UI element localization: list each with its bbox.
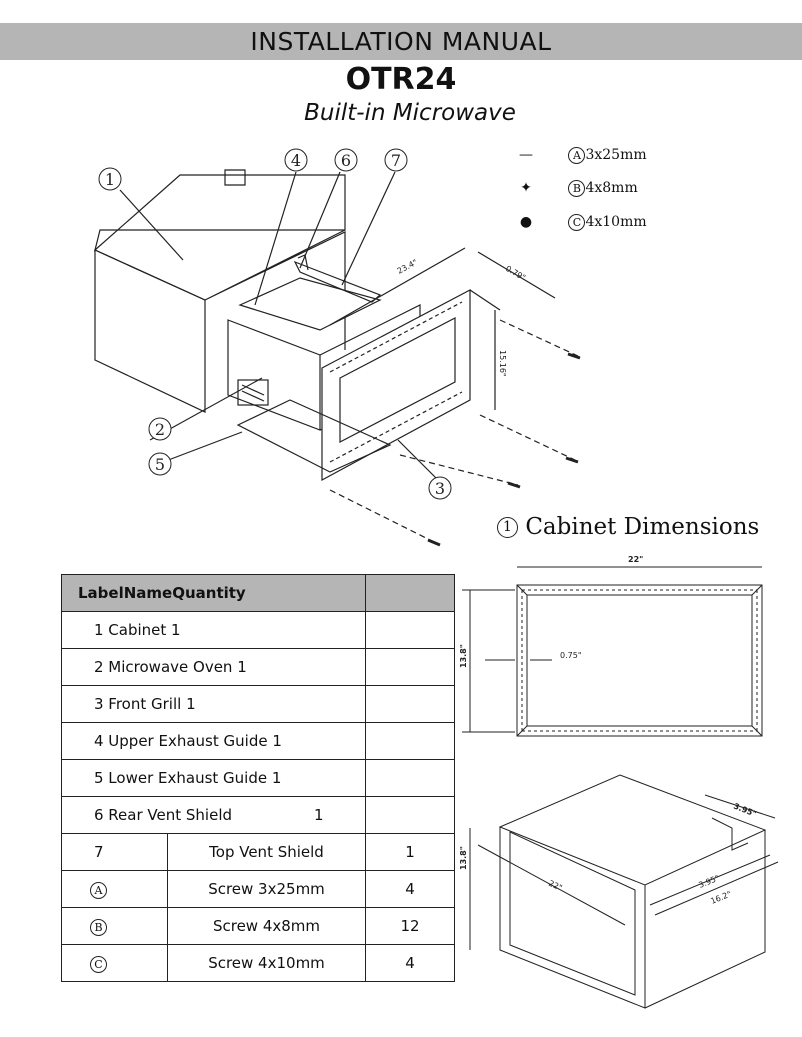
product-subtitle: Built-in Microwave: [304, 100, 516, 126]
row-circle-label: A: [90, 881, 107, 899]
row-name: Screw 3x25mm: [167, 870, 366, 908]
table-row: 5 Lower Exhaust Guide 1: [61, 759, 455, 797]
row-qty: 4: [365, 944, 455, 982]
screw-short-icon: ✦: [520, 180, 532, 196]
row-qty: 4: [365, 870, 455, 908]
cabinet-height-label: 13.8": [459, 644, 468, 668]
row-circle-label: C: [90, 955, 107, 973]
dim-height-label: 15.16": [498, 350, 507, 377]
screw-a-badge: A: [568, 147, 586, 164]
callout-5: 5: [155, 455, 165, 474]
cabinet-dimensions-title: 1 Cabinet Dimensions: [497, 514, 759, 540]
section-number: 1: [497, 517, 518, 538]
table-row: 2 Microwave Oven 1: [61, 648, 455, 686]
table-row: 4 Upper Exhaust Guide 1: [61, 722, 455, 760]
table-row: A Screw 3x25mm 4: [61, 870, 455, 908]
iso-depth-label: 16.2": [709, 889, 732, 905]
iso-height-label: 13.8": [459, 846, 468, 870]
screw-c-size: 4x10mm: [585, 214, 647, 230]
dim-depth-label: 0.79": [504, 264, 527, 283]
row-name: Screw 4x10mm: [167, 944, 366, 982]
row-text: 6 Rear Vent Shield: [94, 806, 233, 824]
dim-width-label: 23.4": [396, 258, 419, 276]
cabinet-width-label: 22": [628, 555, 643, 564]
row-text: 3 Front Grill 1: [94, 695, 196, 713]
row-qty: 1: [365, 833, 455, 871]
screw-b-badge: B: [568, 180, 586, 197]
table-header-row: LabelNameQuantity: [61, 574, 455, 612]
model-number: OTR24: [345, 62, 457, 97]
iso-side-offset-label: 3.95": [697, 873, 720, 889]
row-text: 2 Microwave Oven 1: [94, 658, 247, 676]
callout-7: 7: [391, 151, 401, 170]
callout-2: 2: [155, 420, 165, 439]
table-row: 3 Front Grill 1: [61, 685, 455, 723]
callout-3: 3: [435, 479, 445, 498]
table-header-empty: [365, 574, 455, 612]
callout-4: 4: [291, 151, 301, 170]
cabinet-wall-label: 0.75": [560, 651, 582, 660]
table-row: 1 Cabinet 1: [61, 611, 455, 649]
screw-medium-icon: ●: [519, 214, 533, 230]
table-row: 7 Top Vent Shield 1: [61, 833, 455, 871]
row-text: 4 Upper Exhaust Guide 1: [94, 732, 282, 750]
row-circle-label: B: [90, 918, 107, 936]
parts-table: LabelNameQuantity 1 Cabinet 1 2 Microwav…: [61, 574, 455, 982]
row-label: 7: [61, 833, 168, 871]
callout-6: 6: [341, 151, 351, 170]
iso-top-offset-label: 3.95": [732, 802, 758, 819]
screw-c-badge: C: [568, 214, 586, 231]
row-inline-qty: 1: [314, 806, 324, 824]
row-text: 5 Lower Exhaust Guide 1: [94, 769, 282, 787]
screw-b-size: 4x8mm: [585, 180, 638, 196]
table-row: C Screw 4x10mm 4: [61, 944, 455, 982]
table-header-text: LabelNameQuantity: [78, 584, 246, 602]
screw-long-icon: —: [519, 147, 533, 163]
row-text: 1 Cabinet 1: [94, 621, 181, 639]
table-row: 6 Rear Vent Shield 1: [61, 796, 455, 834]
row-qty: 12: [365, 907, 455, 945]
row-name: Top Vent Shield: [167, 833, 366, 871]
section-title: Cabinet Dimensions: [525, 514, 760, 540]
row-name: Screw 4x8mm: [167, 907, 366, 945]
title-banner: INSTALLATION MANUAL: [0, 23, 802, 60]
table-row: B Screw 4x8mm 12: [61, 907, 455, 945]
screw-a-size: 3x25mm: [585, 147, 647, 163]
callout-1: 1: [105, 170, 115, 189]
